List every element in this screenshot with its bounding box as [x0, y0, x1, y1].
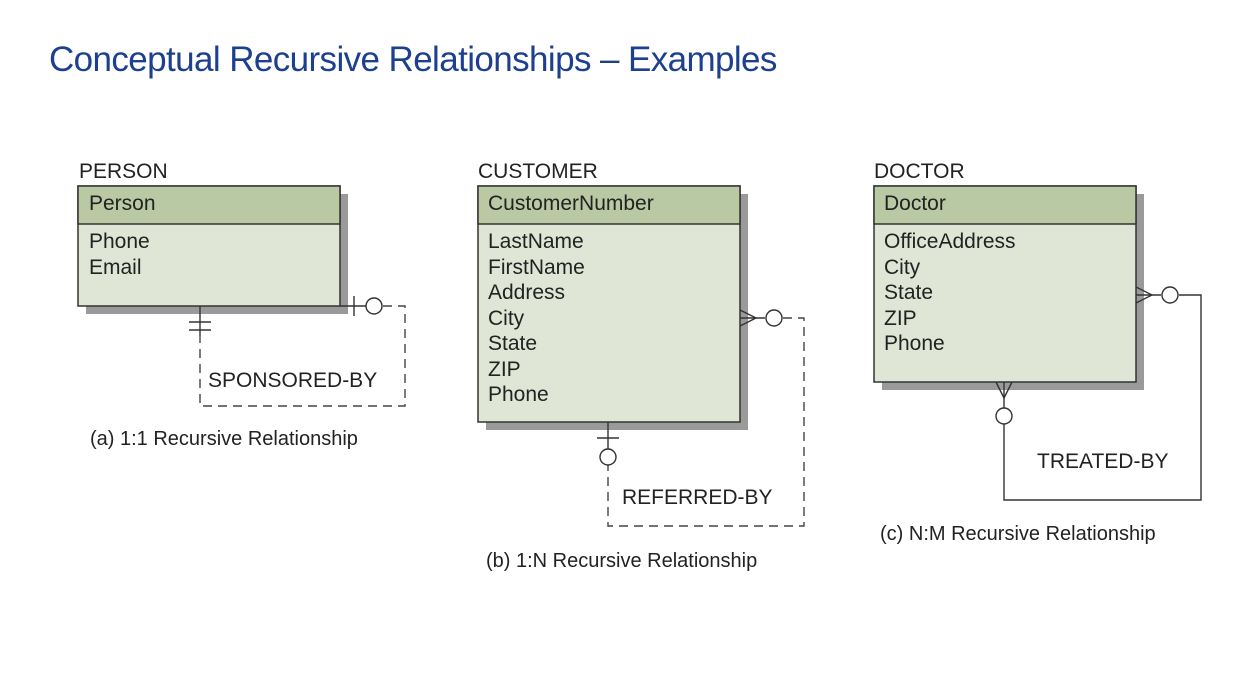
example-a-person: PERSON Person Phone Email SPONSORED-BY (…	[77, 160, 406, 450]
entity-key-header	[477, 185, 741, 225]
attribute-firstname: FirstName	[488, 256, 585, 279]
attribute-city: City	[488, 307, 525, 330]
cardinality-zero-mark	[1161, 286, 1179, 304]
relationship-line-treated-by	[1003, 294, 1202, 501]
entity-key-customernumber: CustomerNumber	[488, 192, 654, 215]
caption-c: (c) N:M Recursive Relationship	[880, 523, 1156, 545]
example-c-doctor: DOCTOR Doctor OfficeAddress City State Z…	[873, 160, 1202, 545]
attribute-zip: ZIP	[488, 358, 521, 381]
attribute-phone: Phone	[884, 332, 945, 355]
relationship-line-referred-by	[607, 317, 805, 527]
caption-b: (b) 1:N Recursive Relationship	[486, 550, 757, 572]
entity-name-customer: CUSTOMER	[478, 160, 598, 183]
relationship-label-sponsored-by: SPONSORED-BY	[208, 369, 377, 392]
entity-name-doctor: DOCTOR	[874, 160, 965, 183]
entity-key-person: Person	[89, 192, 156, 215]
slide-title: Conceptual Recursive Relationships – Exa…	[49, 40, 777, 79]
attribute-phone: Phone	[488, 383, 549, 406]
relationship-label-referred-by: REFERRED-BY	[622, 486, 773, 509]
relationship-label-treated-by: TREATED-BY	[1037, 450, 1168, 473]
attribute-state: State	[488, 332, 537, 355]
attribute-email: Email	[89, 256, 142, 279]
cardinality-many-mark	[1135, 286, 1154, 304]
attribute-lastname: LastName	[488, 230, 584, 253]
attribute-phone: Phone	[89, 230, 150, 253]
relationship-line-sponsored-by	[199, 305, 406, 407]
cardinality-zero-mark	[995, 407, 1013, 425]
cardinality-zero-mark	[765, 309, 783, 327]
entity-box-customer	[477, 185, 741, 423]
entity-name-person: PERSON	[79, 160, 168, 183]
attribute-city: City	[884, 256, 921, 279]
cardinality-zero-mark	[365, 297, 383, 315]
attribute-zip: ZIP	[884, 307, 917, 330]
attribute-state: State	[884, 281, 933, 304]
attribute-officeaddress: OfficeAddress	[884, 230, 1016, 253]
entity-key-header	[77, 185, 341, 225]
entity-key-header	[873, 185, 1137, 225]
entity-key-doctor: Doctor	[884, 192, 946, 215]
cardinality-many-mark	[995, 381, 1013, 400]
attribute-address: Address	[488, 281, 565, 304]
cardinality-many-mark	[739, 309, 758, 327]
example-b-customer: CUSTOMER CustomerNumber LastName FirstNa…	[477, 160, 805, 572]
caption-a: (a) 1:1 Recursive Relationship	[90, 428, 358, 450]
cardinality-zero-mark	[599, 448, 617, 466]
